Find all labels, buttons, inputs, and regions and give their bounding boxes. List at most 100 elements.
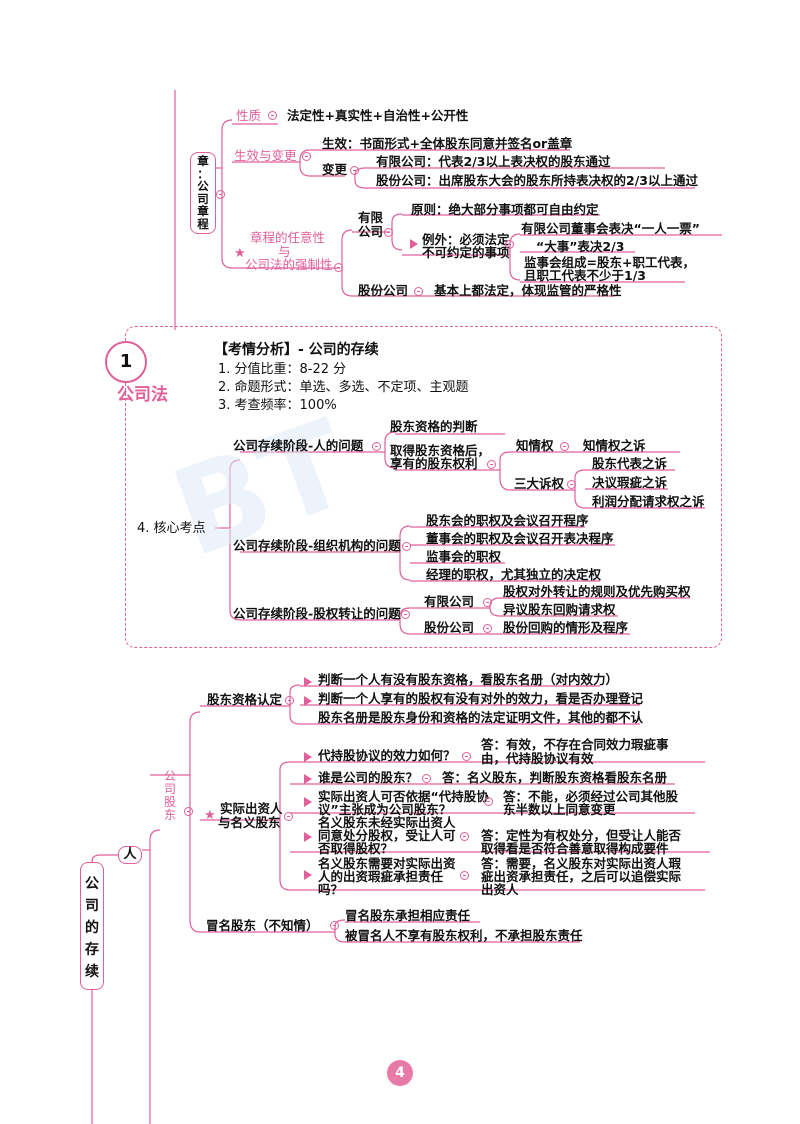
qualification-2: 判断一个人享有的股权有没有对外的效力，看是否办理登记 [318,691,644,706]
stage2-b: 董事会的职权及会议召开表决程序 [426,531,614,546]
suit-2: 决议瑕疵之诉 [592,475,668,490]
collapse-circle-icon[interactable] [268,111,277,120]
collapse-circle-icon[interactable] [302,152,311,161]
stage1-b2: 享有的股东权利 [390,456,478,471]
llc-label-1: 有限 [358,210,384,225]
jsc-label: 股份公司 [358,283,409,298]
arrow-flag-icon [304,870,312,880]
qualification-1: 判断一个人有没有股东资格，看股东名册（对内效力） [318,672,619,687]
subject-title: 公司法 [117,385,168,405]
collapse-circle-icon[interactable] [460,871,469,880]
stage3-llc-b: 异议股东回购请求权 [503,602,616,617]
existence-title-box: 公 司 的 存 续 [80,862,104,990]
arrow-flag-icon [304,797,312,807]
collapse-circle-icon[interactable] [284,812,293,821]
qualification-label: 股东资格认定 [207,692,283,707]
stage2-c: 监事会的职权 [426,549,502,564]
core-points: 4. 核心考点 [137,521,206,536]
actual-label-2: 与名义股东 [218,815,281,830]
collapse-circle-icon[interactable] [462,752,471,761]
arrow-flag-icon [304,774,312,784]
effect-change-label: 生效与变更 [234,148,297,163]
answer-4a: 答：定性为有权处分，但受让人能否 [481,828,682,843]
collapse-circle-icon[interactable] [487,460,496,469]
arbitrary-label-3: 公司法的强制性 [245,257,333,272]
collapse-circle-icon[interactable] [483,624,492,633]
chapter-number-badge: 1 [105,341,147,383]
stage3-llc-a: 股权对外转让的规则及优先购买权 [503,584,691,599]
answer-5b: 疵出资承担责任，之后可以追偿实际 [481,869,682,884]
jsc-value: 基本上都法定，体现监管的严格性 [434,283,622,298]
question-5c: 吗？ [318,882,344,897]
answer-3a: 答：不能，必须经过公司其他股 [503,789,679,804]
stage2-d: 经理的职权，尤其独立的决定权 [426,567,602,582]
star-icon: ★ [204,808,216,823]
answer-5c: 出资人 [481,882,519,897]
stage1-b1: 取得股东资格后， [390,443,491,458]
question-1: 代持股协议的效力如何？ [318,748,456,763]
exception-item-3a: 监事会组成=股东+职工代表， [524,255,695,270]
collapse-circle-icon[interactable] [372,442,381,451]
actual-label-1: 实际出资人 [220,801,283,816]
collapse-circle-icon[interactable] [184,807,193,816]
collapse-circle-icon[interactable] [402,542,411,551]
answer-1b: 由，代持股协议有效 [481,751,594,766]
change-label: 变更 [322,162,348,177]
arrow-flag-icon [410,239,418,249]
change-llc: 有限公司：代表2/3以上表决权的股东通过 [376,154,611,169]
collapse-circle-icon[interactable] [567,480,576,489]
collapse-circle-icon[interactable] [483,598,492,607]
effect-text: 生效：书面形式+全体股东同意并签名or盖章 [322,136,573,151]
change-jsc: 股份公司：出席股东大会的股东所持表决权的2/3以上通过 [376,173,698,188]
analysis-heading: 【考情分析】- 公司的存续 [214,342,379,358]
stage3-jsc-a: 股份回购的情形及程序 [503,620,629,635]
llc-label-2: 公司 [358,224,384,239]
answer-2: 答：名义股东，判断股东资格看股东名册 [442,770,668,785]
charter-title-box: 章 ： 公 司 章 程 [190,152,216,234]
imposter-1: 冒名股东承担相应责任 [345,908,471,923]
question-4a: 名义股东未经实际出资人 [318,815,456,830]
arrow-flag-icon [304,677,312,687]
collapse-circle-icon[interactable] [422,774,431,783]
principle-text: 原则：绝大部分事项都可自由约定 [411,202,599,217]
collapse-circle-icon[interactable] [484,797,493,806]
page-number-badge: 4 [387,1060,413,1086]
imposter-label: 冒名股东（不知情） [206,918,319,933]
collapse-circle-icon[interactable] [350,166,359,175]
star-icon: ★ [234,246,246,261]
imposter-2: 被冒名人不享有股东权利，不承担股东责任 [345,928,583,943]
collapse-circle-icon[interactable] [401,610,410,619]
question-3b: 议”主张成为公司股东？ [318,802,452,817]
three-suits: 三大诉权 [514,476,565,491]
exception-1: 例外：必须法定 [422,232,510,247]
collapse-circle-icon[interactable] [330,921,339,930]
collapse-circle-icon[interactable] [414,287,423,296]
arrow-flag-icon [304,832,312,842]
collapse-circle-icon[interactable] [334,263,343,272]
answer-5a: 答：需要，名义股东对实际出资人瑕 [481,856,682,871]
stage-3: 公司存续阶段-股权转让的问题 [233,606,401,621]
collapse-circle-icon[interactable] [285,696,294,705]
analysis-line-1: 1. 分值比重：8-22 分 [218,362,347,377]
stage3-jsc: 股份公司 [424,620,475,635]
collapse-circle-icon[interactable] [384,228,393,237]
nature-label: 性质 [236,108,262,123]
shareholder-label: 公 司 股 东 [164,769,177,822]
exception-item-1: 有限公司董事会表决“一人一票” [521,221,700,236]
stage2-a: 股东会的职权及会议召开程序 [426,513,589,528]
question-5b: 人的出资瑕疵承担责任 [318,869,444,884]
qualification-3: 股东名册是股东身份和资格的法定证明文件，其他的都不认 [318,710,644,725]
arrow-flag-icon [304,696,312,706]
collapse-circle-icon[interactable] [560,442,569,451]
collapse-circle-icon[interactable] [216,190,225,199]
question-4c: 否取得股权？ [318,841,394,856]
collapse-circle-icon[interactable] [505,240,514,249]
suit-3: 利润分配请求权之诉 [592,494,705,509]
question-5a: 名义股东需要对实际出资 [318,856,456,871]
arbitrary-label-2: 与 [278,244,291,259]
collapse-circle-icon[interactable] [460,832,469,841]
exception-item-3b: 且职工代表不少于1/3 [524,268,646,283]
arrow-flag-icon [304,752,312,762]
stage3-llc: 有限公司 [424,594,475,609]
